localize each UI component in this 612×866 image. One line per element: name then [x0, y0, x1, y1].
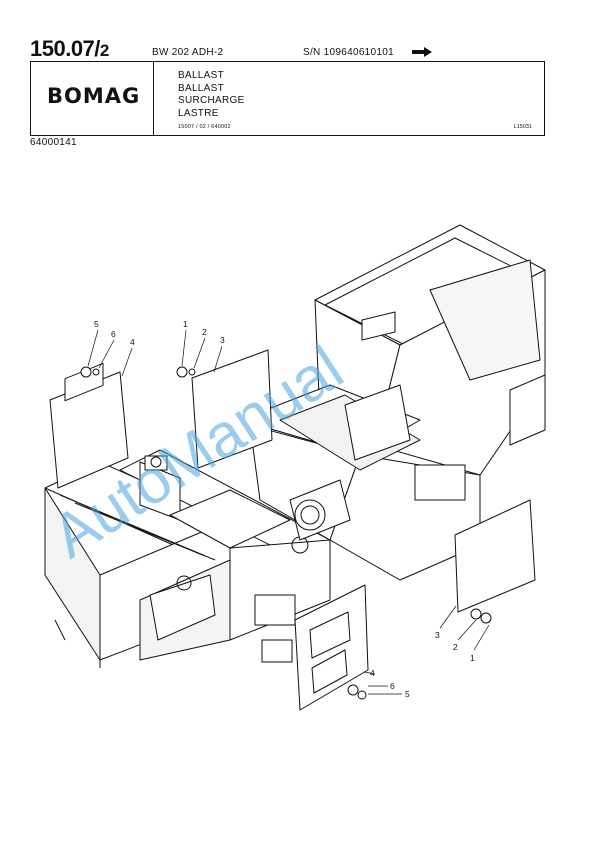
callout-4-left: 4 — [130, 337, 135, 347]
arrow-right-icon — [412, 47, 432, 57]
brand-logo: BOMAG — [47, 84, 141, 108]
page-number-main: 150.07/ — [30, 36, 100, 61]
callout-2-right: 2 — [453, 642, 458, 652]
upper-body — [239, 224, 546, 581]
page-number-sub: 2 — [99, 41, 109, 60]
title-divider — [153, 62, 154, 135]
callout-5-bottom: 5 — [405, 689, 410, 699]
callout-6-left: 6 — [111, 329, 116, 339]
reference-code: 15007 / 02 / 640002 — [178, 124, 231, 130]
title-en: BALLAST — [178, 70, 225, 81]
callout-6-bottom: 6 — [390, 681, 395, 691]
drawing-code: L15031 — [513, 124, 532, 130]
title-block: BOMAG BALLAST BALLAST SURCHARGE LASTRE 1… — [30, 61, 545, 136]
callout-1-right: 1 — [470, 653, 475, 663]
title-fr: SURCHARGE — [178, 95, 245, 106]
page-number: 150.07/2 — [30, 36, 109, 62]
leader-lines — [87, 329, 490, 695]
bolt-assemblies — [80, 366, 492, 700]
callout-1-upper: 1 — [183, 319, 188, 329]
ballast-plate-upper — [191, 349, 273, 469]
title-list: BALLAST BALLAST SURCHARGE LASTRE — [178, 70, 245, 120]
callout-4-bottom: 4 — [370, 668, 375, 678]
serial-number: S/N 109640610101 — [303, 47, 394, 58]
title-it: LASTRE — [178, 107, 219, 119]
ballast-plate-lower — [294, 584, 369, 711]
chassis-frame — [44, 449, 331, 668]
callout-2-upper: 2 — [202, 327, 207, 337]
callout-3-upper: 3 — [220, 335, 225, 345]
callout-5-left: 5 — [94, 319, 99, 329]
callout-numbers: 5 6 4 1 2 3 3 2 1 4 6 5 — [94, 319, 475, 699]
model-label: BW 202 ADH-2 — [152, 47, 224, 58]
part-number: 64000141 — [30, 137, 77, 148]
callout-3-right: 3 — [435, 630, 440, 640]
ballast-plate-right — [454, 499, 536, 613]
title-de: BALLAST — [178, 82, 225, 94]
